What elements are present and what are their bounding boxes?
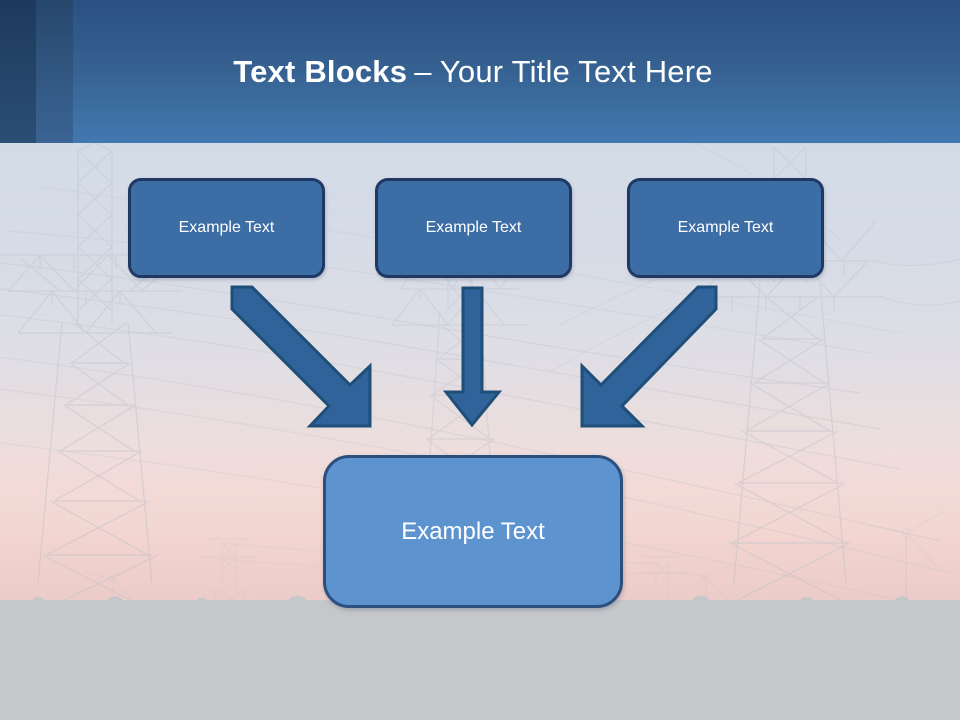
result-text-block-label: Example Text	[401, 517, 545, 545]
arrow-left-diagonal	[230, 285, 372, 428]
text-block-3[interactable]: Example Text	[627, 178, 824, 278]
header-band	[73, 0, 960, 143]
text-block-2-label: Example Text	[425, 219, 522, 236]
arrow-middle-vertical	[442, 286, 503, 428]
ground-band	[0, 600, 960, 720]
header-accent-strip-dark	[0, 0, 36, 143]
slide-header: Text Blocks – Your Title Text Here	[0, 0, 960, 143]
arrow-right-diagonal	[580, 285, 718, 428]
page-title-bold: Text Blocks	[233, 53, 408, 89]
header-accent-strip-mid	[36, 0, 73, 143]
text-block-1[interactable]: Example Text	[128, 178, 325, 278]
text-block-1-label: Example Text	[178, 219, 275, 236]
page-title: Text Blocks – Your Title Text Here	[73, 0, 873, 143]
result-text-block[interactable]: Example Text	[323, 455, 623, 608]
page-title-rest: – Your Title Text Here	[414, 53, 713, 89]
text-block-3-label: Example Text	[677, 219, 774, 236]
text-block-2[interactable]: Example Text	[375, 178, 572, 278]
